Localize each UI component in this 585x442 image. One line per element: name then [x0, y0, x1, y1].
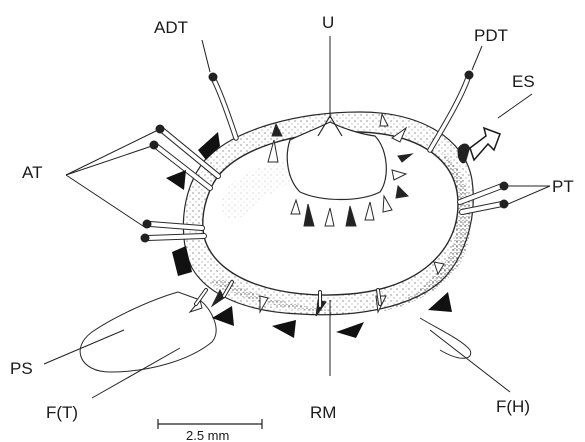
label-pdt: PDT: [474, 26, 508, 45]
scale-bar-label: 2.5 mm: [186, 428, 229, 442]
label-ps: PS: [10, 359, 33, 378]
label-at: AT: [22, 163, 42, 182]
foot-outline-right: [420, 318, 471, 358]
exhalant-siphon-arrow: [470, 128, 500, 160]
anterior-dorsal-tentacle: [209, 73, 237, 139]
label-rm: RM: [310, 403, 336, 422]
label-fh: F(H): [496, 397, 530, 416]
label-adt: ADT: [154, 18, 188, 37]
exhalant-siphon-tube: [458, 144, 470, 164]
label-pt: PT: [552, 177, 574, 196]
label-ft: F(T): [46, 403, 78, 422]
label-es: ES: [512, 72, 535, 91]
posterior-dorsal-tentacle: [430, 71, 474, 151]
label-u: U: [322, 13, 334, 32]
